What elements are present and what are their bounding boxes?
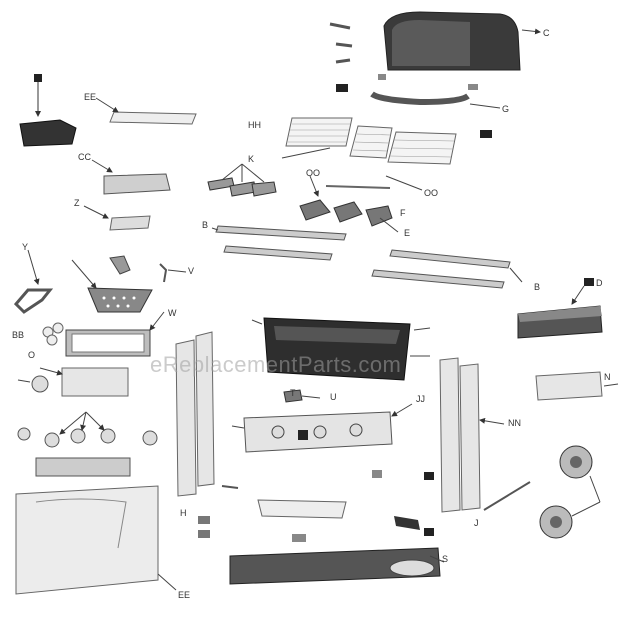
callout-h: H xyxy=(180,508,187,518)
callout-g: G xyxy=(502,104,509,114)
callout-oo-b: OO xyxy=(424,188,438,198)
igniter-assembly xyxy=(283,389,321,403)
lid-part xyxy=(383,11,541,71)
callout-hh: HH xyxy=(248,120,261,130)
side-burner-housing xyxy=(19,74,77,147)
callout-nn: NN xyxy=(508,418,521,428)
axle-rod xyxy=(483,481,531,511)
callout-b-right: B xyxy=(534,282,540,292)
callout-cc: CC xyxy=(78,152,91,162)
support-bracket-v xyxy=(159,263,187,283)
callout-j: J xyxy=(474,518,479,528)
cross-rods xyxy=(281,147,423,191)
callout-t: T xyxy=(290,388,296,398)
side-burner-knob xyxy=(17,375,49,393)
callout-e: E xyxy=(404,228,410,238)
side-rails xyxy=(211,225,523,289)
callout-f: F xyxy=(400,208,406,218)
burner-tubes xyxy=(207,163,277,197)
callout-labels: C G HH K OO OO F E B B EE CC Z Y V W BB … xyxy=(12,28,611,600)
callout-u: U xyxy=(330,392,337,402)
grommet-set xyxy=(42,322,64,346)
callout-c: C xyxy=(543,28,550,38)
burner-basket xyxy=(71,259,153,313)
heat-tents xyxy=(299,175,399,233)
cabinet-door xyxy=(15,485,177,595)
firebox xyxy=(251,317,431,381)
lid-hardware xyxy=(329,22,478,92)
side-burner-frame xyxy=(65,311,165,357)
warming-rack-part xyxy=(95,97,197,125)
callout-k: K xyxy=(248,154,254,164)
igniter-bracket xyxy=(109,255,131,275)
side-shelf-cover xyxy=(91,159,171,195)
left-leg-panels xyxy=(175,331,215,497)
callout-v: V xyxy=(188,266,194,276)
callout-o: O xyxy=(28,350,35,360)
callout-s: S xyxy=(442,554,448,564)
control-knobs xyxy=(17,411,158,448)
side-burner-plate xyxy=(83,205,151,231)
callout-z: Z xyxy=(74,198,80,208)
control-panel xyxy=(231,403,413,453)
callout-bb: BB xyxy=(12,330,24,340)
side-control-bar xyxy=(35,457,131,477)
callout-w: W xyxy=(168,308,177,318)
callout-oo-a: OO xyxy=(306,168,320,178)
callout-b-top: B xyxy=(202,220,208,230)
side-burner-panel xyxy=(39,367,129,397)
side-handle-part xyxy=(13,249,54,314)
callout-d: D xyxy=(596,278,603,288)
lid-handle-part xyxy=(370,91,501,109)
cooking-grates xyxy=(285,117,492,165)
grease-tray xyxy=(221,485,347,519)
callout-y: Y xyxy=(22,242,28,252)
right-side-panel xyxy=(535,371,619,401)
callout-ee-top: EE xyxy=(84,92,96,102)
wheels xyxy=(539,445,601,539)
callout-n: N xyxy=(604,372,611,382)
bottom-hardware xyxy=(198,470,434,542)
bottom-shelf xyxy=(229,547,445,585)
right-leg-panels xyxy=(439,357,505,513)
right-side-shelf xyxy=(517,278,603,339)
watermark-text: eReplacementParts.com xyxy=(150,352,402,377)
callout-ee-bottom: EE xyxy=(178,590,190,600)
callout-jj: JJ xyxy=(416,394,425,404)
